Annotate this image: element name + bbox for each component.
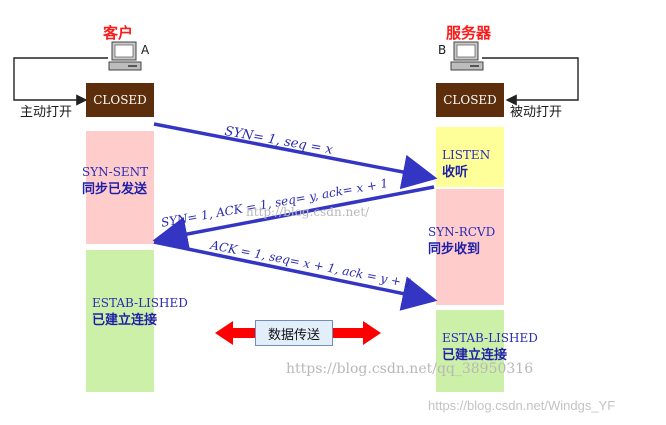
client-closed-state: CLOSED [86,83,154,117]
server-state-syn-rcvd: SYN-RCVD 同步收到 [428,189,504,305]
client-state-syn-sent: SYN-SENT 同步已发送 [82,131,154,244]
client-title: 客户 [103,24,134,42]
data-transfer-box: 数据传送 [255,320,333,346]
client-label-a: A [141,43,150,57]
client-state-syn-sent-cn: 同步已发送 [82,182,148,197]
server-state-syn-rcvd-cn: 同步收到 [428,242,481,257]
server-label-b: B [438,43,447,57]
server-state-listen-en: LISTEN [442,148,491,162]
watermark-bottom: https://blog.csdn.net/qq_38950316 [286,361,534,377]
client-state-syn-sent-en: SYN-SENT [82,165,149,179]
server-state-syn-rcvd-en: SYN-RCVD [428,225,496,239]
client-state-established-en: ESTAB-LISHED [92,296,188,310]
client-computer-icon [108,41,142,71]
client-state-established: ESTAB-LISHED 已建立连接 [86,250,188,392]
watermark-mid: http://blog.csdn.net/ [246,205,370,219]
syn-arrow [153,122,438,190]
client-open-loop [13,57,108,106]
server-state-established-cn: 已建立连接 [442,348,508,363]
server-computer-icon [450,41,484,71]
server-state-established: ESTAB-LISHED 已建立连接 [436,310,538,392]
server-closed-state: CLOSED [436,83,504,117]
ack-arrow [153,240,438,311]
server-state-listen-cn: 收听 [442,165,469,180]
server-open-loop [482,57,579,106]
server-state-established-en: ESTAB-LISHED [442,331,538,345]
server-state-listen: LISTEN 收听 [436,127,504,187]
syn-ack-arrow [152,185,435,252]
server-title: 服务器 [446,24,492,42]
passive-open-label: 被动打开 [510,105,563,120]
watermark-corner: https://blog.csdn.net/Windgs_YF [428,398,616,413]
client-state-established-cn: 已建立连接 [92,313,158,328]
active-open-label: 主动打开 [20,105,73,120]
